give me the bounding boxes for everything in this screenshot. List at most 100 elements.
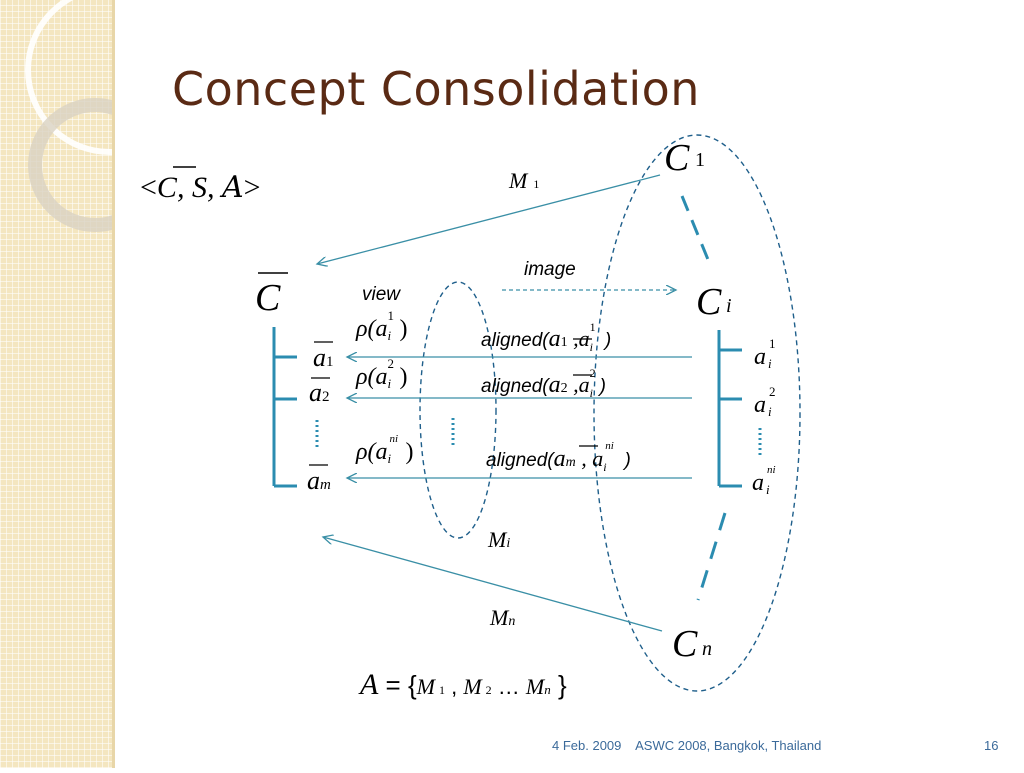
aligned-1-b-sub: i — [589, 340, 593, 354]
image-label: image — [524, 259, 576, 280]
m1-base: M — [509, 168, 528, 193]
tuple-open: < — [140, 171, 157, 204]
left-bracket — [272, 327, 297, 488]
right-attr-ni-base: a — [752, 470, 764, 496]
rho-2-close: ) — [399, 364, 408, 390]
sidebar-edge — [112, 0, 115, 768]
consolidated-concept: C — [255, 277, 281, 319]
rho-1-sup: 1 — [387, 308, 395, 323]
rho-ni-text: ρ(a — [356, 439, 388, 465]
slide-footer: 4 Feb. 2009 ASWC 2008, Bangkok, Thailand — [552, 738, 822, 753]
cn-base: C — [672, 623, 698, 665]
rho-1-close: ) — [399, 316, 408, 342]
cn-sub: n — [702, 638, 712, 660]
left-attr-2: a2 — [309, 378, 330, 408]
aligned-m-a-sub: m — [565, 455, 576, 470]
aligned-1-close: ) — [599, 330, 612, 351]
ci-base: C — [696, 281, 722, 323]
view-label: view — [362, 284, 401, 305]
rho-1-text: ρ(a — [356, 316, 388, 342]
formula-m2: M — [463, 674, 482, 699]
formula-m1-sub: 1 — [438, 683, 445, 697]
aligned-2-b-sub: i — [589, 386, 593, 400]
rho-1-sub: i — [387, 328, 392, 343]
aligned-2-sep: ,a — [567, 372, 590, 397]
right-attr-1-base: a — [754, 344, 766, 370]
aligned-m-b-sub: i — [603, 460, 607, 474]
right-attr-1-sup: 1 — [769, 336, 776, 351]
c1-base: C — [664, 137, 690, 179]
page-number: 16 — [984, 738, 999, 753]
left-attr-m-base: a — [307, 466, 320, 495]
aligned-1-a-sub: 1 — [560, 335, 568, 350]
formula-m1: M — [416, 674, 435, 699]
tuple-script-a: A — [221, 170, 244, 205]
aligned-1-sep: ,a — [567, 326, 590, 351]
aligned-2-a-sub: 2 — [560, 381, 568, 396]
tuple-close: > — [243, 171, 261, 204]
mi-sub: i — [506, 536, 511, 551]
rho-2-sub: i — [387, 376, 392, 391]
formula-eq: = { — [378, 670, 417, 700]
mapping-mi: Mi — [488, 527, 510, 553]
formula-mn: M — [525, 674, 545, 699]
aligned-m-fn: aligned( — [486, 450, 554, 471]
aligned-1-b-sup: 1 — [589, 320, 596, 334]
left-attr-1-base: a — [313, 343, 326, 372]
left-attr-2-base: a — [309, 378, 322, 407]
concept-set-ellipse — [593, 134, 801, 692]
tuple-concept: C — [156, 171, 177, 204]
m1-arrow — [317, 174, 661, 264]
rho-2-text: ρ(a — [356, 364, 388, 390]
mn-arrow — [323, 537, 663, 632]
left-attr-m-sub: m — [320, 477, 331, 493]
slide-title: Concept Consolidation — [172, 62, 700, 116]
right-attr-2-base: a — [754, 392, 766, 418]
rho-ni-sup: ni — [389, 433, 399, 445]
formula-dots: … — [491, 674, 526, 699]
aligned-2-fn: aligned( — [481, 376, 549, 397]
c1-ci-dash — [680, 195, 711, 263]
aligned-m-sep: , a — [575, 446, 604, 471]
aligned-1-fn: aligned( — [481, 330, 549, 351]
right-bracket — [717, 330, 742, 488]
ci-sub: i — [726, 295, 732, 317]
rho-ni-close: ) — [405, 439, 414, 465]
tuple-notation: <C, S, A> — [140, 170, 261, 205]
left-attr-1-sub: 1 — [326, 354, 334, 370]
mi-base: M — [488, 527, 507, 552]
aligned-2-a: a — [548, 372, 561, 398]
mapping-mn: Mn — [490, 605, 515, 631]
decorative-sidebar — [0, 0, 195, 768]
c1-sub: 1 — [695, 149, 705, 171]
right-attr-ni-sup: ni — [767, 464, 776, 476]
formula-m2-sub: 2 — [485, 683, 492, 697]
rho-2-sup: 2 — [387, 356, 395, 371]
aligned-2-close: ) — [599, 376, 606, 397]
mn-base: M — [490, 605, 509, 630]
aligned-m-a: a — [553, 446, 566, 472]
right-attr-1-sub: i — [768, 356, 772, 371]
left-attr-m: am — [307, 466, 331, 496]
m1-sub: 1 — [533, 177, 540, 191]
aligned-2-b-sup: 2 — [589, 366, 596, 380]
left-attr-1: a1 — [313, 343, 334, 373]
formula-mn-sub: n — [544, 682, 551, 697]
right-attr-ni-sub: i — [766, 482, 770, 497]
right-attr-2-sup: 2 — [769, 384, 776, 399]
formula-lhs: A — [360, 668, 379, 701]
view-ellipse — [419, 281, 497, 539]
ci-cn-dash — [696, 512, 727, 601]
